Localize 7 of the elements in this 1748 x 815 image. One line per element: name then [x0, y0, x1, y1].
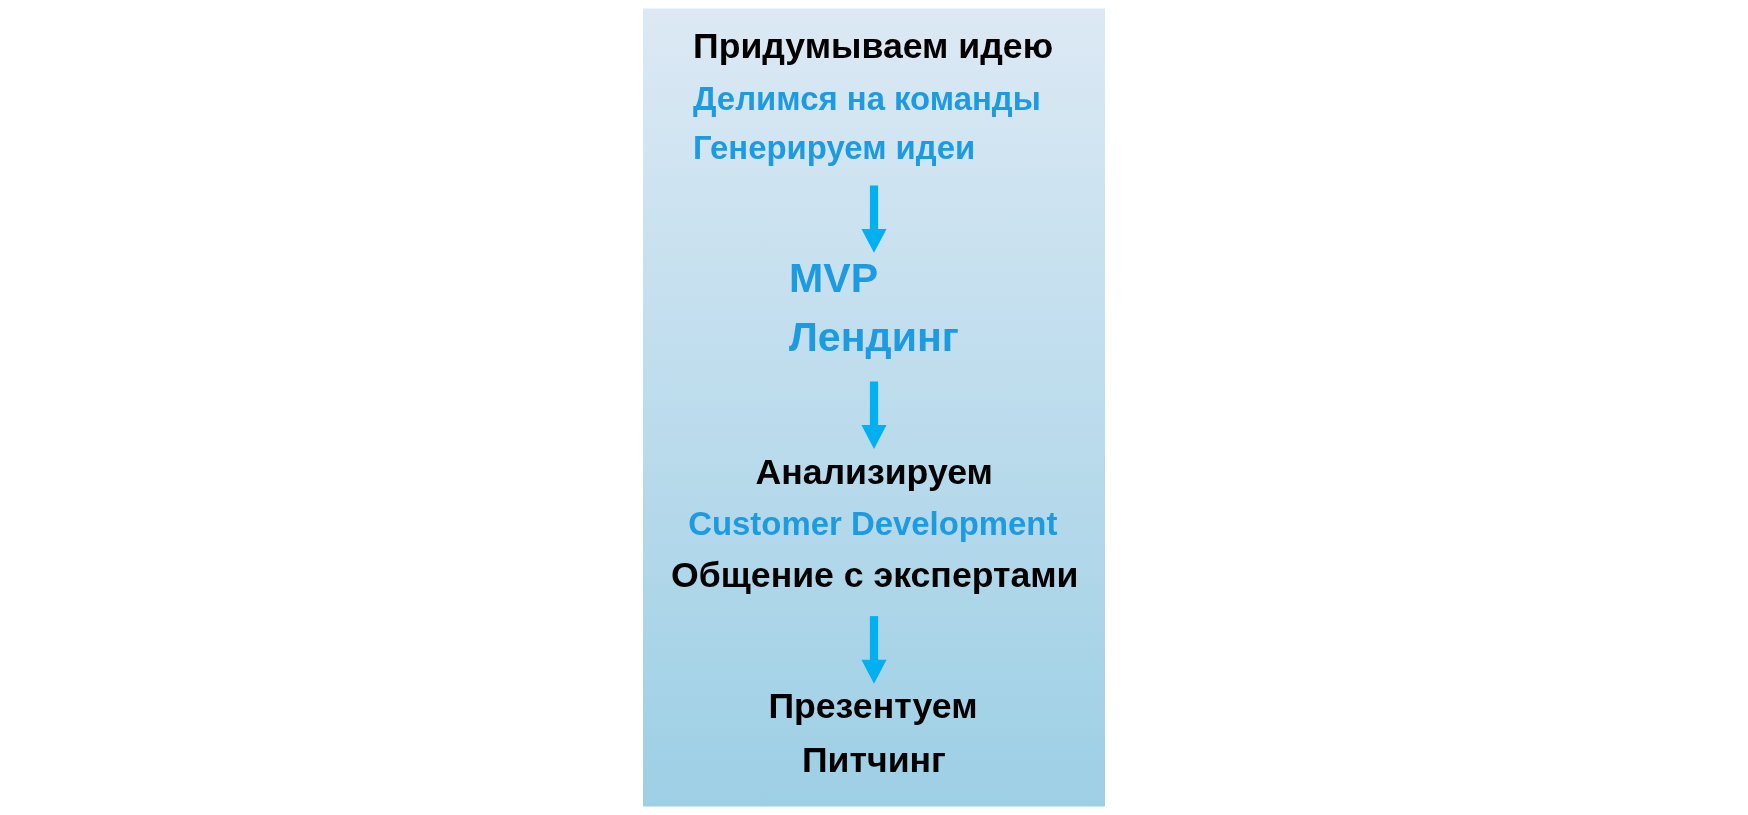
arrow	[861, 381, 887, 449]
node-text: MVP Лендинг	[789, 255, 959, 361]
node-text: Анализируем Customer Development Общение с экспертами	[671, 452, 1079, 595]
arrow	[861, 616, 887, 684]
node-text: Презентуем Питчинг	[768, 686, 978, 780]
node-text: Придумываем идею Делимся на команды Генерируем идеи	[693, 26, 1054, 166]
arrow	[861, 185, 887, 253]
